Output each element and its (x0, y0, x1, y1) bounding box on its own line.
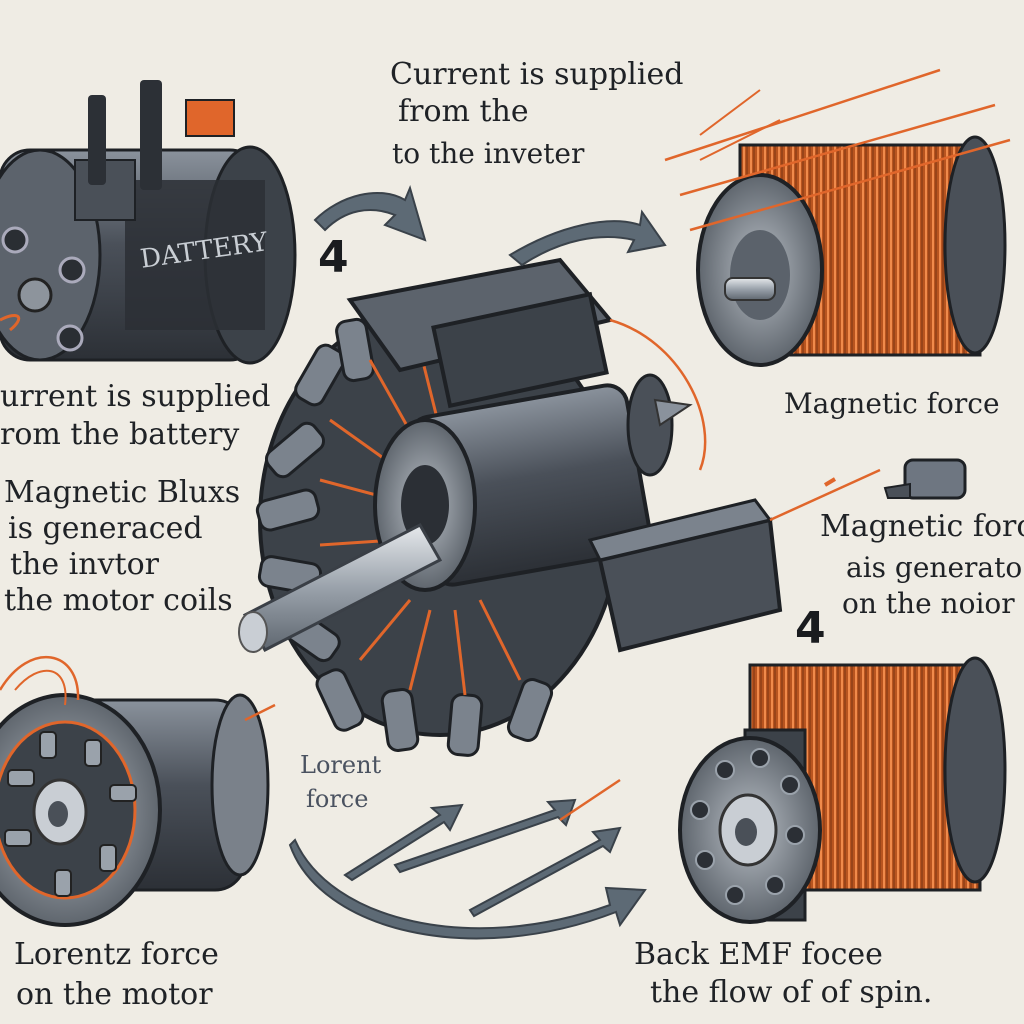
label-right-line-3: ais generato (846, 551, 1023, 584)
force-lines (559, 468, 881, 822)
step-number-2: 4 (795, 603, 826, 654)
label-top-line-1: Current is supplied (390, 57, 684, 92)
label-left-line-4: is generaced (8, 511, 203, 546)
step-number-1: 4 (318, 232, 349, 283)
motor-illustration-bottom-left (0, 655, 276, 927)
arrow-small-3 (468, 826, 622, 918)
label-right-line-4: on the noior (842, 587, 1015, 620)
label-lorentz-1: Lorent (300, 751, 382, 779)
label-left-line-3: Magnetic Bluxs (4, 475, 241, 510)
central-motor-illustration (238, 257, 783, 757)
arrow-lorentz-curved (288, 838, 647, 940)
arrow-small-1 (343, 803, 464, 882)
label-bottom-right-2: the flow of of spin. (650, 975, 933, 1010)
label-bottom-right-1: Back EMF focee (634, 937, 883, 972)
label-bottom-left-1: Lorentz force (14, 937, 219, 972)
label-right-line-2: Magnetic forc (820, 509, 1024, 544)
label-left-line-2: rom the battery (0, 417, 240, 452)
label-left-line-6: the motor coils (4, 583, 233, 618)
label-bottom-left-2: on the motor (16, 977, 213, 1012)
label-top-line-3: to the inveter (392, 137, 585, 170)
label-left-line-1: urrent is supplied (0, 379, 271, 414)
coil-illustration-top (664, 68, 1011, 367)
arrow-battery-to-inverter (313, 184, 427, 242)
connector-illustration (883, 458, 967, 500)
label-lorentz-2: force (306, 785, 369, 813)
arrow-motor-to-coil (508, 209, 667, 267)
motor-illustration-bottom-right (678, 656, 1007, 924)
label-top-line-2: from the (398, 94, 529, 129)
flow-arrows (288, 184, 667, 940)
label-right-line-1: Magnetic force (784, 387, 1000, 420)
label-left-line-5: the invtor (10, 547, 159, 582)
battery-illustration (0, 80, 297, 365)
